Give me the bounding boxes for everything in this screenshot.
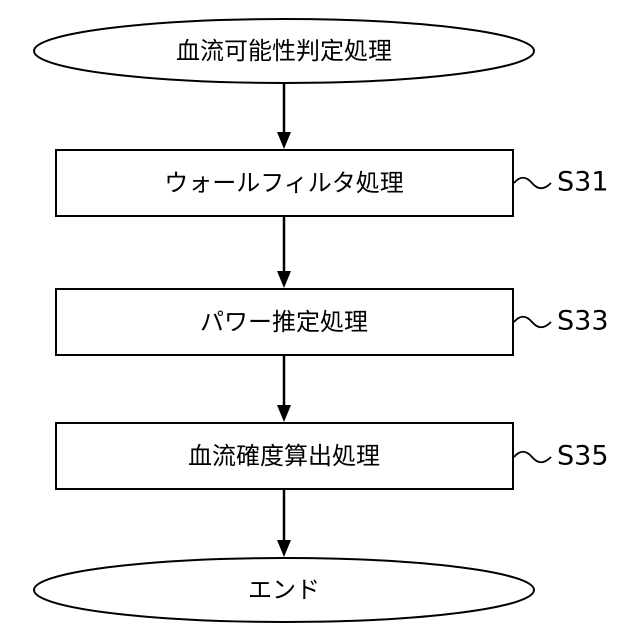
process-label-s35: 血流確度算出処理	[188, 442, 380, 470]
step-id-s31: S31	[557, 167, 609, 198]
leader-line-s33	[514, 317, 551, 328]
arrowhead-s31	[277, 132, 291, 149]
arrowhead-s35	[277, 405, 291, 422]
process-step-s33: パワー推定処理 S33	[56, 289, 609, 355]
start-terminator: 血流可能性判定処理	[34, 19, 534, 83]
end-terminator: エンド	[34, 558, 534, 622]
step-id-s35: S35	[557, 441, 609, 472]
process-step-s31: ウォールフィルタ処理 S31	[56, 150, 609, 216]
process-label-s31: ウォールフィルタ処理	[164, 169, 404, 197]
leader-line-s31	[514, 178, 551, 189]
process-label-s33: パワー推定処理	[200, 308, 368, 336]
step-id-s33: S33	[557, 306, 609, 337]
process-step-s35: 血流確度算出処理 S35	[56, 423, 609, 489]
arrowhead-end	[277, 540, 291, 557]
end-terminator-label: エンド	[248, 576, 320, 604]
leader-line-s35	[514, 452, 551, 463]
start-terminator-label: 血流可能性判定処理	[176, 37, 392, 65]
arrowhead-s33	[277, 271, 291, 288]
